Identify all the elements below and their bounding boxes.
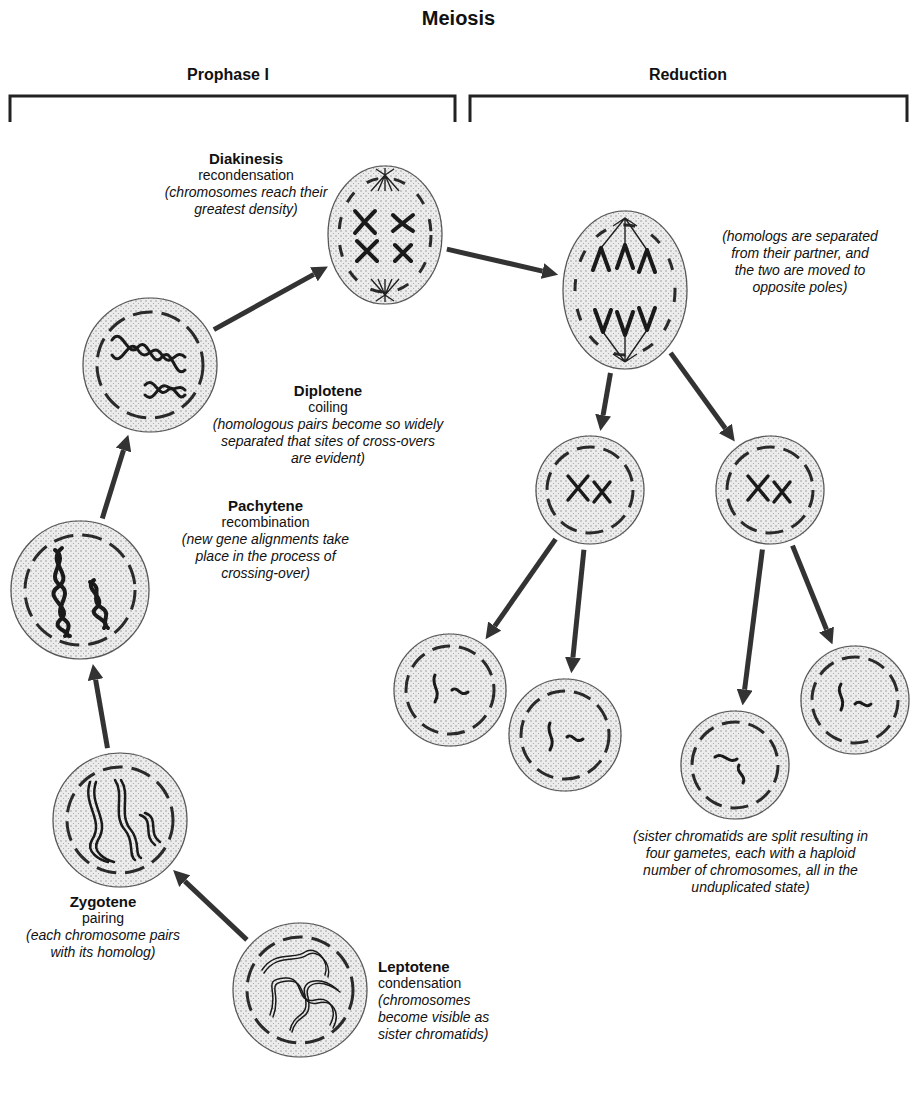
cell-outline bbox=[508, 678, 622, 792]
pachytene-cell-drawing bbox=[10, 520, 150, 660]
stage-name: Pachytene bbox=[168, 497, 363, 514]
stage-arrow bbox=[96, 680, 108, 748]
cell-membrane bbox=[509, 679, 621, 791]
stage-name: Diakinesis bbox=[160, 150, 332, 167]
second-division-cell-drawing bbox=[535, 435, 645, 545]
cell-membrane bbox=[328, 166, 442, 304]
stage-arrow bbox=[573, 550, 584, 658]
cell-node: (homologs are separated from their partn… bbox=[562, 210, 688, 370]
cell-node: Diplotenecoiling(homologous pairs become… bbox=[82, 297, 218, 433]
cell-outline bbox=[562, 210, 688, 370]
stage-description: (new gene alignments take place in the p… bbox=[168, 531, 363, 582]
cell-node bbox=[535, 435, 645, 545]
stage-process: recombination bbox=[168, 514, 363, 531]
cell-outline bbox=[535, 435, 645, 545]
stage-description: (each chromosome pairs with its homolog) bbox=[18, 927, 188, 961]
cell-node bbox=[800, 645, 910, 755]
diplotene-cell-drawing bbox=[82, 297, 218, 433]
cell-membrane bbox=[716, 436, 824, 544]
cell-outline bbox=[327, 165, 443, 305]
cell-membrane bbox=[681, 711, 789, 819]
stage-name: Diplotene bbox=[212, 382, 444, 399]
stage-label-group: Leptotenecondensation(chromosomes become… bbox=[378, 958, 513, 1043]
cell-node: Zygotenepairing(each chromosome pairs wi… bbox=[52, 752, 188, 888]
cell-node bbox=[508, 678, 622, 792]
stage-arrow bbox=[214, 274, 314, 329]
cell-outline bbox=[232, 922, 368, 1058]
cell-outline bbox=[82, 297, 218, 433]
gamete-cell-drawing bbox=[393, 633, 507, 747]
cell-outline bbox=[393, 633, 507, 747]
stage-arrow bbox=[745, 550, 763, 690]
gamete-cell-drawing bbox=[680, 710, 790, 820]
stage-description: (homologs are separated from their partn… bbox=[722, 228, 878, 296]
stage-label-group: Diakinesisrecondensation(chromosomes rea… bbox=[160, 150, 332, 218]
diakinesis-cell-drawing bbox=[327, 165, 443, 305]
cell-membrane bbox=[11, 521, 149, 659]
stage-arrow bbox=[185, 881, 247, 940]
cell-outline bbox=[680, 710, 790, 820]
stage-arrow bbox=[603, 373, 610, 415]
stage-process: condensation bbox=[378, 975, 513, 992]
stage-label-group: Diplotenecoiling(homologous pairs become… bbox=[212, 382, 444, 467]
stage-arrow bbox=[102, 450, 123, 518]
cell-node: Pachytenerecombination(new gene alignmen… bbox=[10, 520, 150, 660]
cell-node bbox=[715, 435, 825, 545]
cell-outline bbox=[715, 435, 825, 545]
prophase-bracket bbox=[10, 96, 455, 122]
cell-node: Leptotenecondensation(chromosomes become… bbox=[232, 922, 368, 1058]
cell-membrane bbox=[536, 436, 644, 544]
anaphase-cell-drawing bbox=[562, 210, 688, 370]
stage-arrow bbox=[447, 249, 543, 271]
stage-label-group: Pachytenerecombination(new gene alignmen… bbox=[168, 497, 363, 582]
stage-process: recondensation bbox=[160, 167, 332, 184]
stage-arrow bbox=[671, 353, 726, 429]
cell-membrane bbox=[801, 646, 909, 754]
diagram-title: Meiosis bbox=[0, 6, 917, 30]
gamete-cell-drawing bbox=[800, 645, 910, 755]
gamete-note: (sister chromatids are split resulting i… bbox=[633, 828, 868, 896]
section-heading: Reduction bbox=[588, 66, 788, 83]
second-division-cell-drawing bbox=[715, 435, 825, 545]
gamete-cell-drawing bbox=[508, 678, 622, 792]
section-brackets bbox=[10, 96, 907, 122]
cell-node: Diakinesisrecondensation(chromosomes rea… bbox=[327, 165, 443, 305]
stage-process: pairing bbox=[18, 910, 188, 927]
cell-membrane bbox=[394, 634, 506, 746]
cell-membrane bbox=[563, 211, 687, 369]
stage-description: (chromosomes become visible as sister ch… bbox=[378, 992, 513, 1043]
stage-arrow bbox=[495, 539, 556, 626]
section-heading: Prophase I bbox=[128, 66, 328, 83]
stage-name: Leptotene bbox=[378, 958, 513, 975]
leptotene-cell-drawing bbox=[232, 922, 368, 1058]
cell-outline bbox=[52, 752, 188, 888]
reduction-bracket bbox=[470, 96, 907, 122]
cell-node bbox=[393, 633, 507, 747]
zygotene-cell-drawing bbox=[52, 752, 188, 888]
stage-label-group: Zygotenepairing(each chromosome pairs wi… bbox=[18, 893, 188, 961]
stage-arrow bbox=[793, 546, 827, 630]
stage-label-group: (homologs are separated from their partn… bbox=[722, 228, 878, 296]
stage-name: Zygotene bbox=[18, 893, 188, 910]
cell-outline bbox=[10, 520, 150, 660]
cell-node bbox=[680, 710, 790, 820]
cell-membrane bbox=[233, 923, 367, 1057]
cell-membrane bbox=[83, 298, 217, 432]
cell-membrane bbox=[53, 753, 187, 887]
cell-outline bbox=[800, 645, 910, 755]
stage-description: (homologous pairs become so widely separ… bbox=[212, 416, 444, 467]
stage-description: (chromosomes reach their greatest densit… bbox=[160, 184, 332, 218]
stage-process: coiling bbox=[212, 399, 444, 416]
